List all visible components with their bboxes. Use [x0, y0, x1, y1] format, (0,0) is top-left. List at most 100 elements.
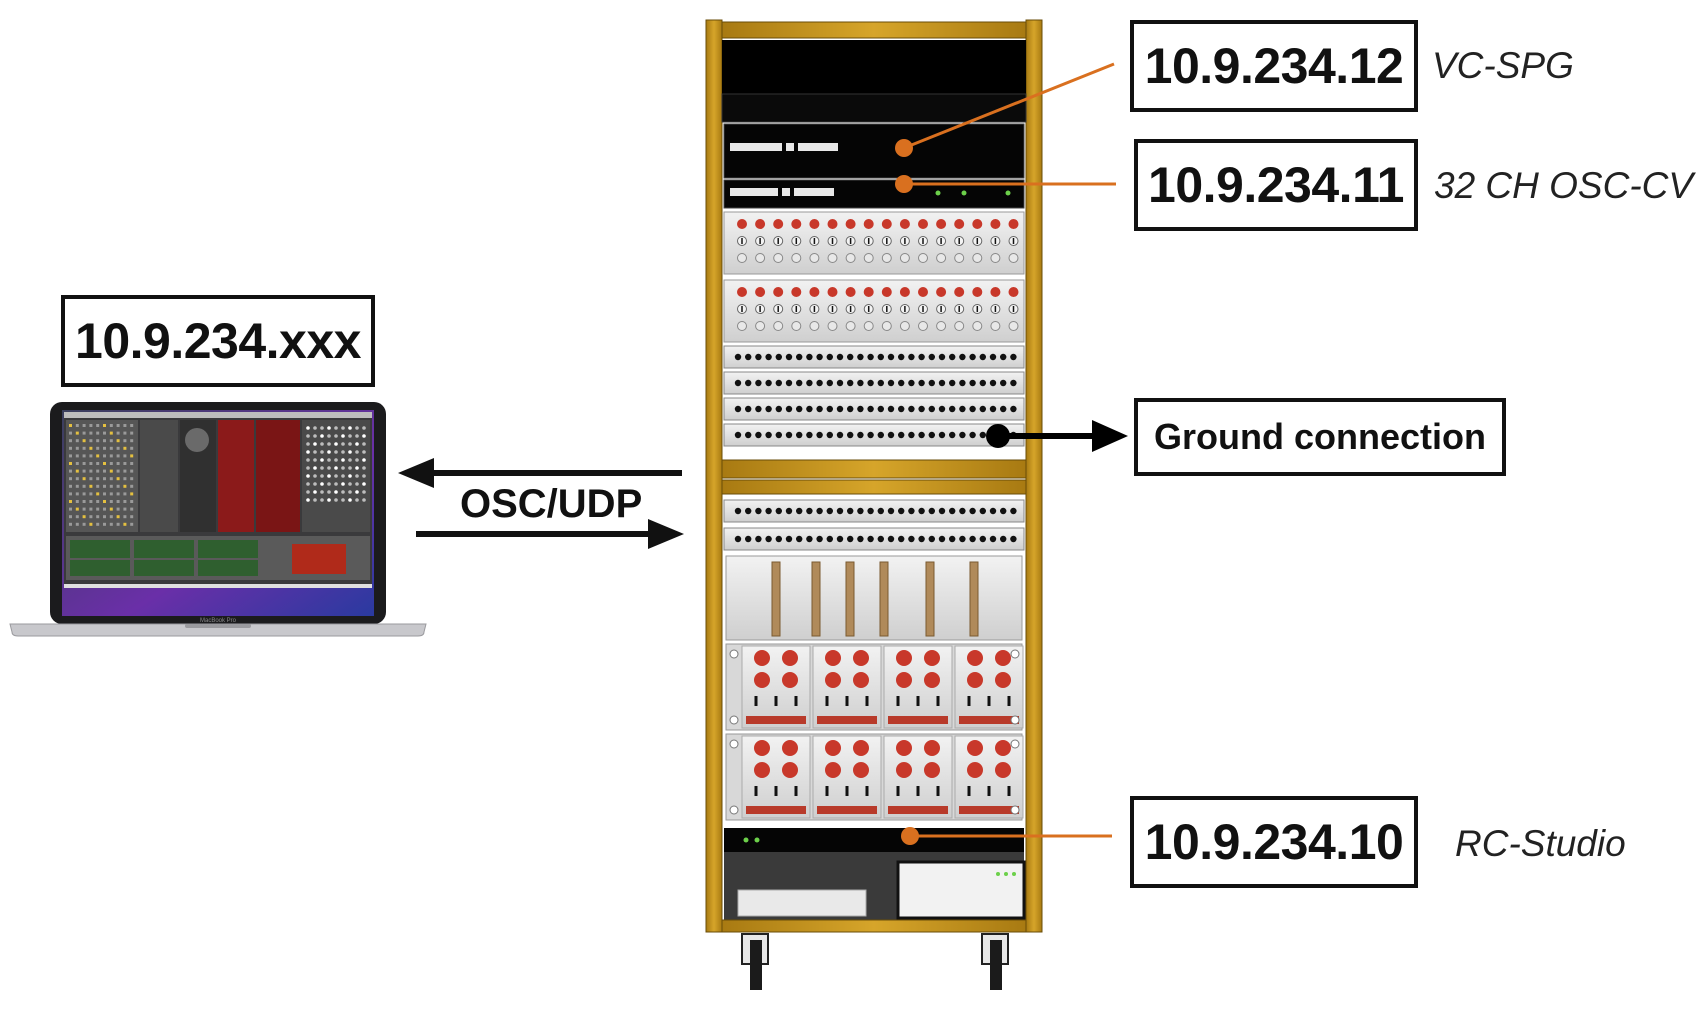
laptop-grid-cell — [116, 424, 120, 427]
patch-jack — [826, 535, 833, 543]
rack-module-knob — [924, 740, 940, 756]
laptop-grid-cell — [82, 477, 86, 481]
patch-jack — [949, 353, 956, 361]
laptop-dot — [320, 458, 324, 462]
rack-module-knob — [924, 650, 940, 666]
laptop-illustration: MacBook Pro — [9, 402, 427, 637]
laptop-grid-cell — [82, 439, 86, 443]
laptop-dot — [313, 466, 317, 470]
patch-jack — [785, 353, 793, 361]
rack-knob — [990, 287, 1001, 297]
rack-module-nameplate — [959, 806, 1019, 814]
patch-jack — [734, 353, 742, 361]
rack-jack — [827, 253, 838, 263]
laptop-grid-cell — [69, 522, 72, 526]
laptop-dot — [348, 498, 352, 502]
laptop-grid-cell — [116, 477, 120, 481]
patch-jack — [989, 379, 997, 387]
rack-screw — [729, 649, 739, 659]
device-ip-box-vc-spg: 10.9.234.12 — [1130, 20, 1418, 112]
patch-jack — [959, 535, 966, 543]
laptop-dot — [355, 498, 359, 502]
patch-jack — [745, 353, 752, 361]
rack-wheel-left — [741, 933, 769, 990]
patch-jack — [908, 379, 915, 387]
patch-jack — [765, 507, 772, 515]
laptop-grid-cell — [109, 522, 113, 526]
patch-jack — [775, 535, 782, 543]
rack-module-knob — [995, 740, 1011, 756]
laptop-dot — [327, 442, 331, 446]
patch-jack — [989, 353, 997, 361]
rack-jack — [972, 253, 983, 263]
patch-jack — [806, 353, 813, 361]
laptop-dot — [362, 490, 366, 494]
patch-jack — [847, 535, 854, 543]
rack-module-knob — [853, 672, 869, 688]
laptop-dot — [341, 450, 345, 454]
laptop-grid-cell — [123, 515, 127, 519]
patch-jack — [918, 379, 925, 387]
rack-module-knob — [853, 762, 869, 778]
patch-jack — [1000, 379, 1007, 387]
patch-jack — [806, 405, 813, 413]
rack-module-nameplate — [959, 716, 1019, 724]
rack-module-knob — [995, 672, 1011, 688]
patch-jack — [959, 405, 966, 413]
laptop-dot — [355, 450, 359, 454]
laptop-grid-cell — [82, 500, 86, 503]
laptop-grid-cell — [109, 454, 113, 458]
laptop-grid-cell — [69, 454, 72, 458]
rack-jack — [1008, 321, 1019, 331]
laptop-dot — [341, 426, 345, 430]
rack-module-nameplate — [817, 806, 877, 814]
laptop-dot — [355, 442, 359, 446]
laptop-dot — [334, 450, 338, 454]
rack-knob — [1008, 287, 1019, 297]
connector-vc-spg — [903, 62, 1115, 150]
patch-jack — [877, 353, 884, 361]
rack-module-switch — [896, 696, 900, 706]
patch-jack — [836, 405, 844, 413]
rack-fader — [925, 561, 935, 637]
laptop-grid-cell — [103, 424, 106, 427]
rack-module-knob — [782, 762, 798, 778]
laptop-grid-cell — [75, 500, 79, 503]
rack-knob — [954, 287, 965, 297]
device-name-osc-cv: 32 CH OSC-CV — [1434, 165, 1694, 206]
laptop-grid-cell — [69, 424, 72, 427]
laptop-grid-cell — [130, 515, 134, 519]
laptop-dot — [334, 466, 338, 470]
laptop-grid-cell — [123, 431, 127, 435]
rack-jack — [773, 253, 784, 263]
laptop-grid-cell — [82, 484, 86, 488]
patch-jack — [908, 507, 915, 515]
laptop-grid-cell — [89, 522, 93, 526]
laptop-grid-cell — [89, 439, 93, 443]
laptop-dot — [334, 458, 338, 462]
rack-knob — [755, 219, 766, 229]
laptop-grid-cell — [75, 439, 79, 443]
patch-jack — [918, 431, 925, 439]
laptop-grid-cell — [116, 484, 120, 488]
rack-knob — [737, 287, 747, 297]
laptop-grid-cell — [75, 507, 79, 511]
laptop-grid-cell — [69, 462, 72, 465]
patch-jack — [796, 379, 803, 387]
patch-jack — [908, 405, 915, 413]
laptop-grid-cell — [96, 424, 100, 427]
patch-jack — [745, 379, 752, 387]
patch-jack — [969, 379, 976, 387]
patch-jack — [918, 405, 925, 413]
rack-knob — [809, 287, 820, 297]
patch-jack — [867, 379, 874, 387]
patch-jack — [806, 535, 813, 543]
rack-knob — [737, 219, 747, 229]
rack-module-knob — [782, 650, 798, 666]
patch-jack — [826, 507, 833, 515]
patch-jack — [826, 405, 833, 413]
rack-knob — [972, 219, 983, 229]
laptop-grid-cell — [109, 515, 113, 519]
patch-jack — [928, 431, 935, 439]
laptop-grid-cell — [75, 469, 79, 473]
